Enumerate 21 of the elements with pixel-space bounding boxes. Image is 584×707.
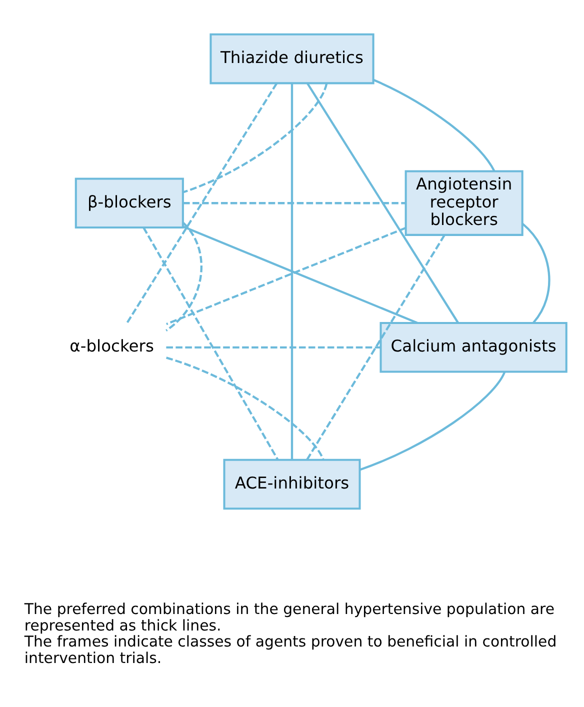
connector [306, 82, 460, 324]
connector [373, 78, 496, 172]
connector [182, 83, 328, 194]
node-box: ACE-inhibitors [223, 458, 361, 510]
node-box: Calcium antagonists [380, 322, 568, 373]
connector [183, 202, 406, 204]
node-box: Thiazide diuretics [210, 33, 374, 84]
label: The frames indicate classes of agents proven to beneficial in controlled intervention trials. [24, 632, 557, 667]
node-box: Angiotensin receptor blockers [404, 170, 524, 236]
connector [166, 346, 381, 348]
connector [306, 234, 446, 460]
connector [142, 227, 279, 460]
label: The preferred combinations in the general hypertensive population are represented as thick lines. [24, 600, 554, 634]
connector [126, 82, 278, 324]
connector [522, 223, 550, 324]
connector [290, 84, 294, 460]
connector [166, 356, 324, 460]
connector [360, 372, 506, 471]
node-text: α-blockers [70, 336, 154, 356]
connector [165, 222, 202, 332]
node-box: β-blockers [74, 178, 184, 228]
